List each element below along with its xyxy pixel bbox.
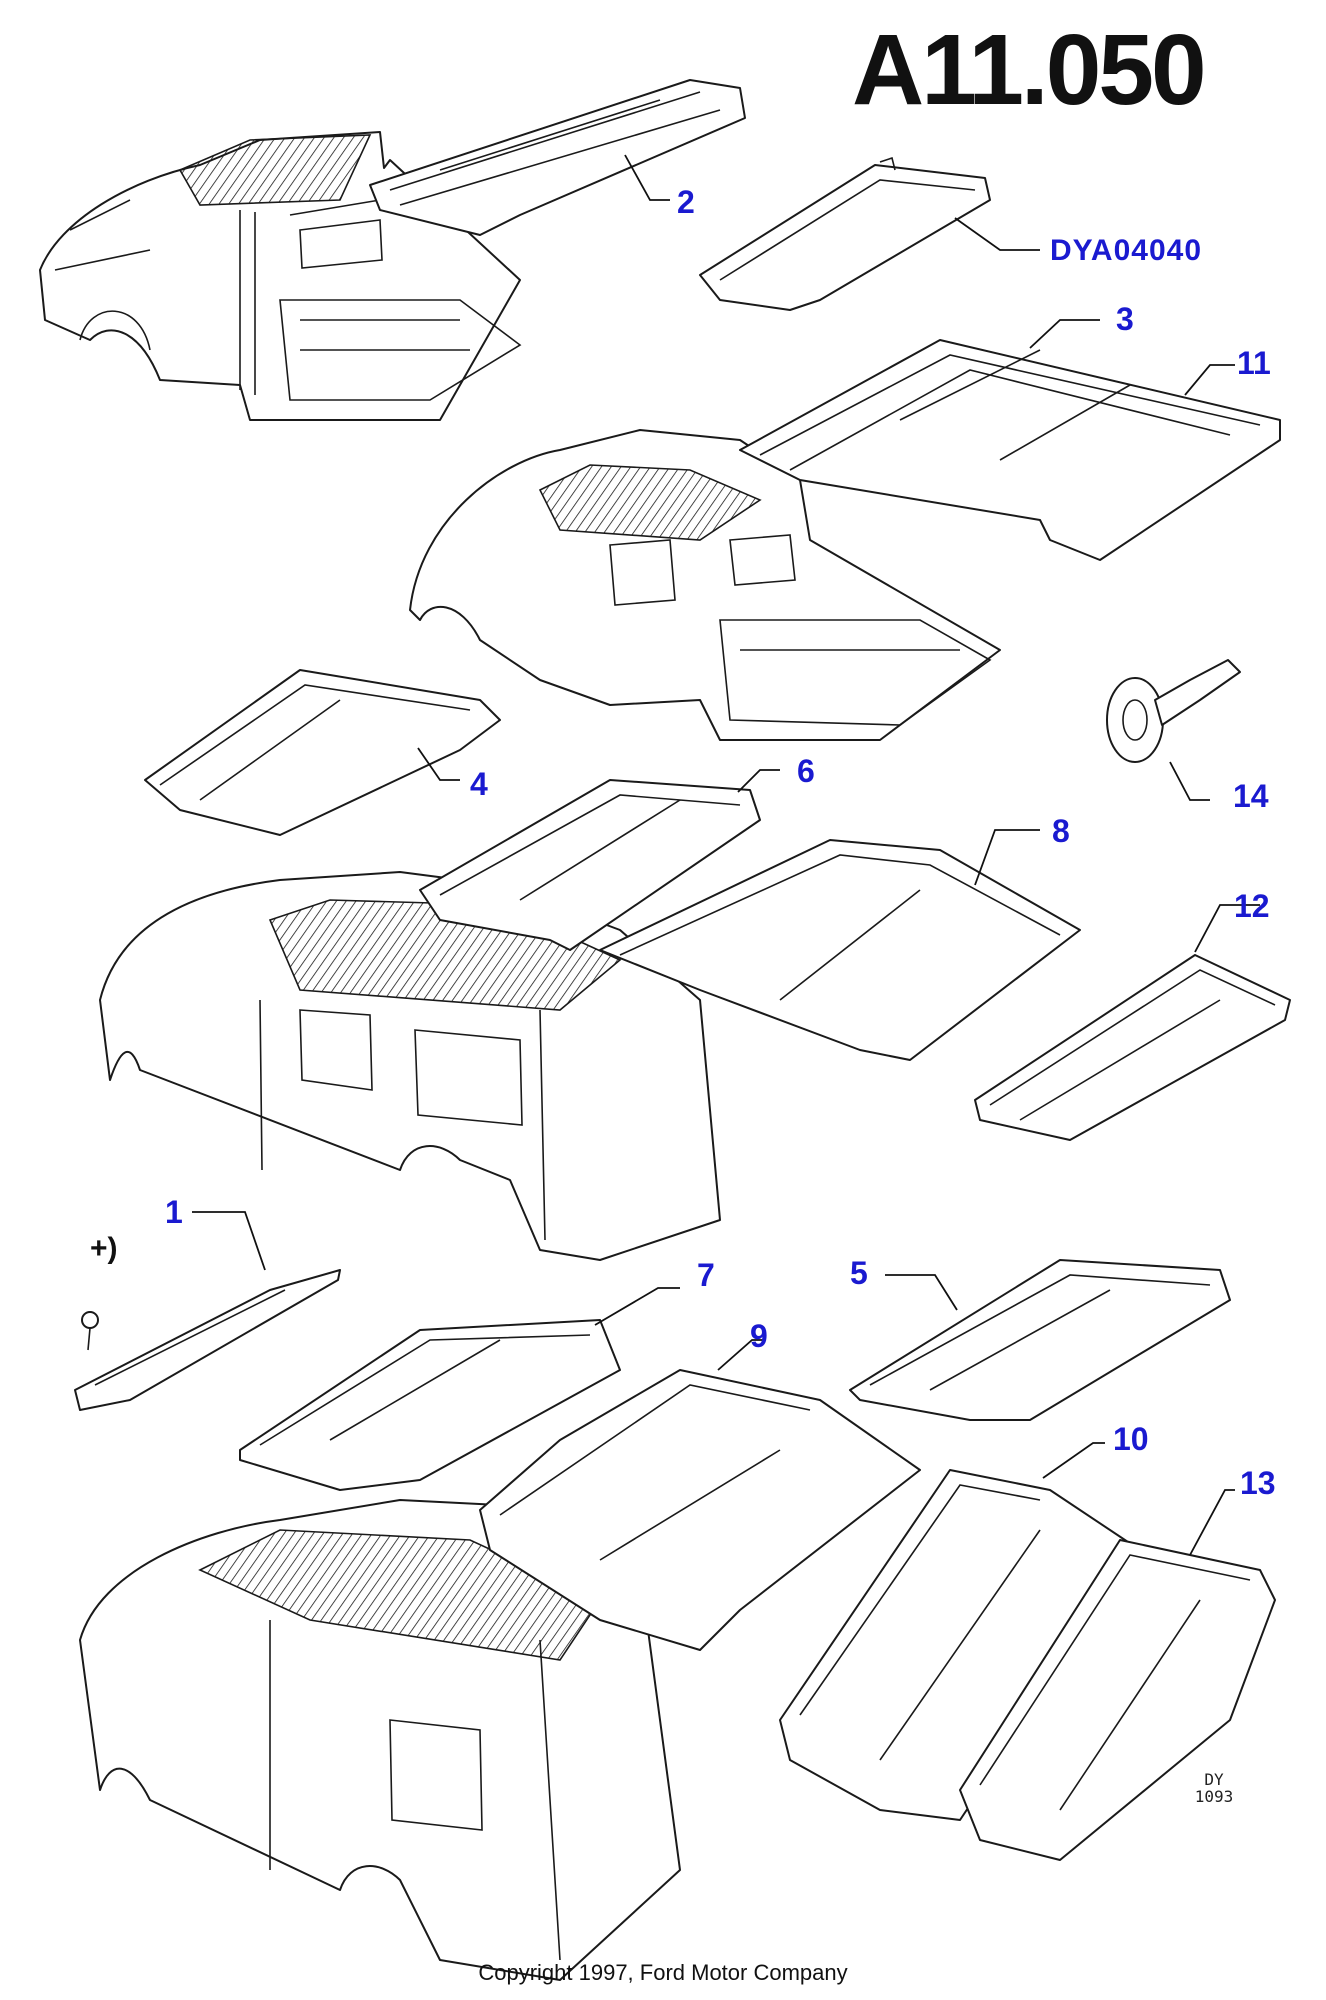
vehicle-minibus [79,1499,681,1981]
part-dya04040 [699,156,991,311]
part-8-panel [599,839,1081,1061]
callout-4[interactable]: 4 [470,766,488,802]
callout-8[interactable]: 8 [1052,813,1070,849]
callout-6[interactable]: 6 [797,753,815,789]
leader-lines [192,154,1260,1556]
part-3-11-panel [739,339,1281,561]
callout-dya04040[interactable]: DYA04040 [1050,234,1203,267]
callout-10[interactable]: 10 [1113,1421,1149,1457]
part-6-panel [419,779,761,951]
copyright-footer: Copyright 1997, Ford Motor Company [478,1960,848,1985]
callout-2[interactable]: 2 [677,184,695,220]
part-9-panel [479,1369,921,1651]
part-7-panel [239,1319,621,1491]
part-1-rail [74,1269,341,1411]
part-12-panel [974,954,1291,1141]
callout-11[interactable]: 11 [1237,345,1271,381]
part-13-panel [959,1539,1276,1861]
part-5-panel [849,1259,1231,1421]
callout-1[interactable]: 1 [165,1194,183,1230]
callout-3[interactable]: 3 [1116,301,1134,337]
part-4-panel [144,669,501,836]
part-14-push-clip [1106,659,1241,763]
callout-7[interactable]: 7 [697,1257,715,1293]
part-2-panel [369,79,746,236]
callout-14[interactable]: 14 [1233,778,1269,814]
callout-13[interactable]: 13 [1240,1465,1276,1501]
drawing-code-prefix: DY [1204,1770,1224,1789]
drawing-code-number: 1093 [1194,1786,1234,1806]
page-title: A11.050 [852,14,1207,126]
vehicle-crew-cab [409,429,1001,741]
drawing-code: DY 1093 [1184,1770,1244,1806]
callout-12[interactable]: 12 [1234,888,1270,924]
callout-5[interactable]: 5 [850,1255,868,1291]
optional-part-marker: +) [90,1232,118,1265]
vehicle-van [99,871,721,1261]
callout-9[interactable]: 9 [750,1318,768,1354]
